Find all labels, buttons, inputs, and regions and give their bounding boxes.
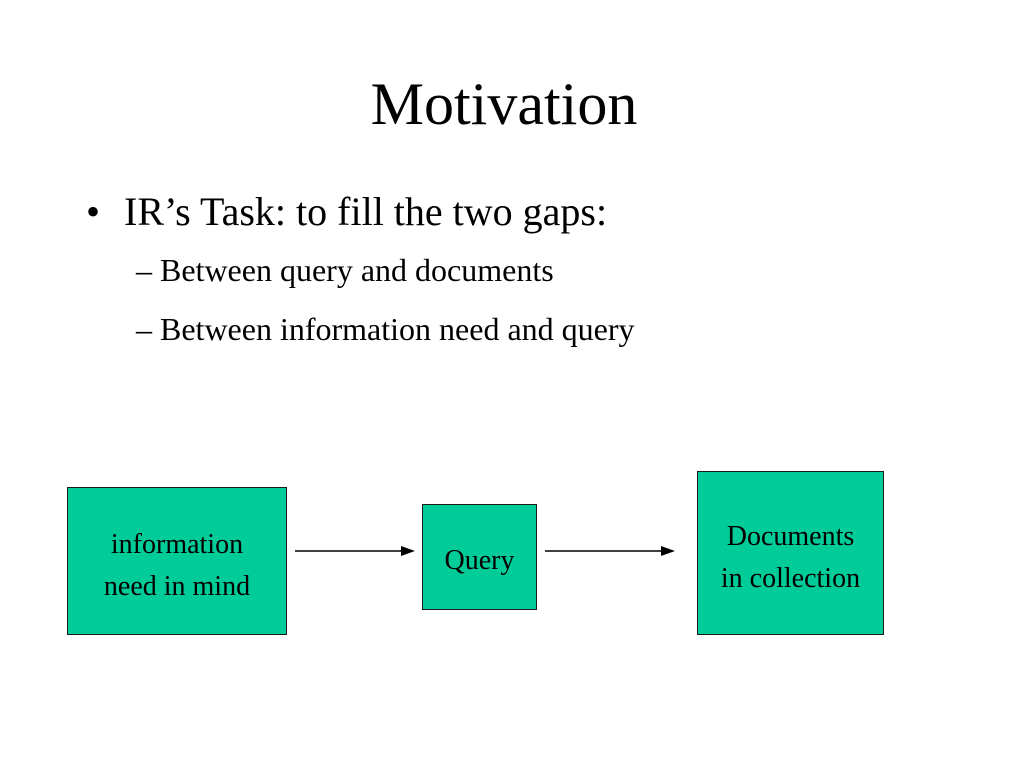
subbullet-need-query: – Between information need and query [136, 311, 635, 347]
bullet-item: • IR’s Task: to fill the two gaps: [86, 188, 607, 236]
arrow-need-to-query [295, 545, 415, 557]
bullet-marker: • [86, 189, 101, 234]
bullet-text: IR’s Task: to fill the two gaps: [124, 189, 608, 234]
arrow-query-to-documents [545, 545, 675, 557]
subbullet-query-documents: – Between query and documents [136, 252, 554, 288]
documents-box: Documents in collection [697, 471, 884, 635]
information-need-box: information need in mind [67, 487, 287, 635]
query-box: Query [422, 504, 537, 610]
slide-title: Motivation [370, 71, 638, 137]
